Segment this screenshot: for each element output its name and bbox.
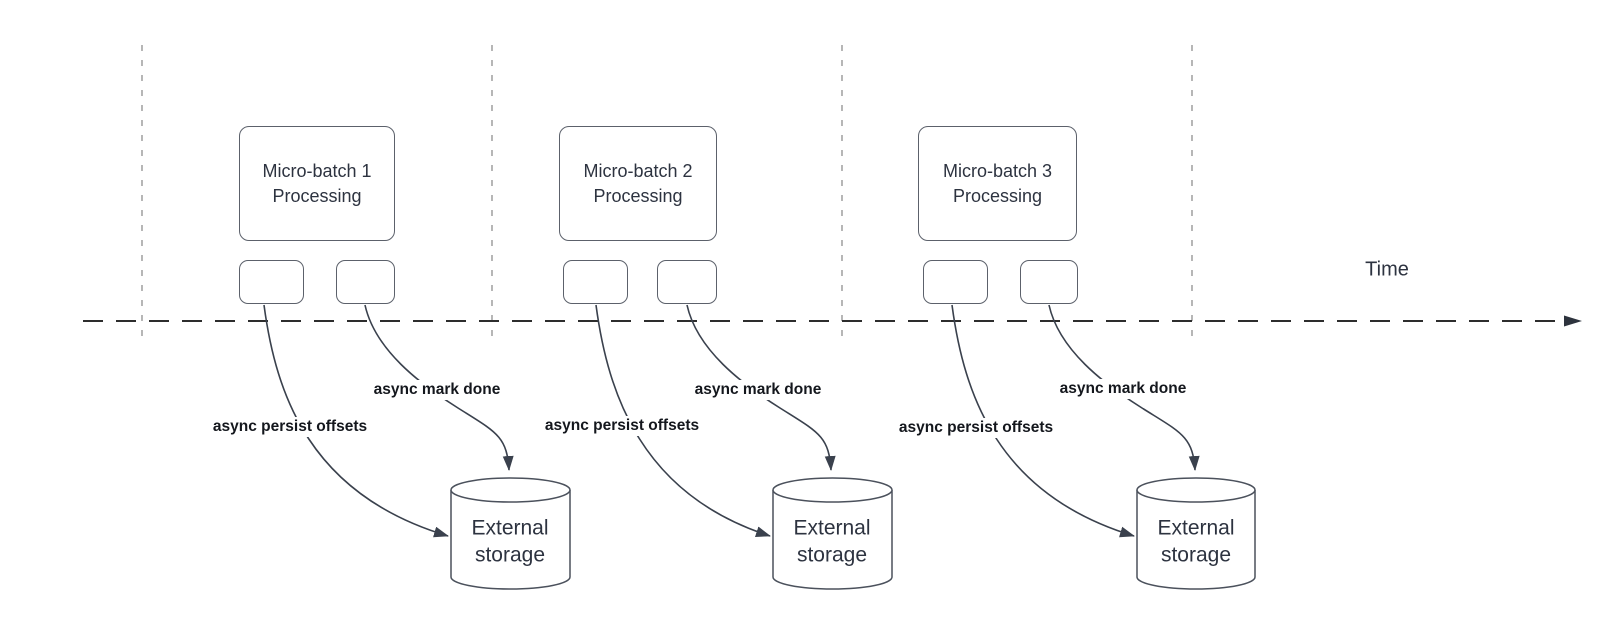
external-storage-label-2: External storage	[793, 516, 871, 567]
micro-batch-2-persist-offsets-task-node	[563, 260, 628, 304]
micro-batch-3-mark-done-task-node	[1020, 260, 1078, 304]
time-axis-label: Time	[1365, 258, 1409, 281]
mark-done-arrow-label-1: async mark done	[369, 380, 505, 400]
micro-batch-1-mark-done-task-node	[336, 260, 395, 304]
mark-done-arrow-3	[1048, 304, 1200, 471]
external-storage-label-3: External storage	[1157, 516, 1235, 567]
persist-offsets-arrow-1	[263, 304, 449, 538]
micro-batch-1-processing-node: Micro-batch 1 Processing	[239, 126, 395, 241]
external-storage-cylinder-3	[1136, 477, 1256, 590]
mark-done-arrow-label-2: async mark done	[690, 380, 826, 400]
micro-batch-2-processing-label: Micro-batch 2 Processing	[583, 161, 693, 206]
persist-offsets-arrow-label-1: async persist offsets	[208, 417, 372, 437]
micro-batch-2-processing-node: Micro-batch 2 Processing	[559, 126, 717, 241]
micro-batch-1-persist-offsets-task-node	[239, 260, 304, 304]
micro-batch-1-processing-label: Micro-batch 1 Processing	[262, 161, 372, 206]
time-axis-arrowhead-icon	[1564, 315, 1582, 327]
persist-offsets-arrow-label-3: async persist offsets	[894, 418, 1058, 438]
persist-offsets-arrow-2	[595, 304, 771, 537]
external-storage-cylinder-2	[772, 477, 893, 590]
mark-done-arrow-label-3: async mark done	[1055, 379, 1191, 399]
micro-batch-3-processing-label: Micro-batch 3 Processing	[942, 161, 1053, 206]
external-storage-label-1: External storage	[471, 516, 549, 567]
persist-offsets-arrow-3	[951, 304, 1135, 538]
micro-batch-3-persist-offsets-task-node	[923, 260, 988, 304]
micro-batch-2-mark-done-task-node	[657, 260, 717, 304]
external-storage-cylinder-1	[450, 477, 571, 590]
micro-batch-3-processing-node: Micro-batch 3 Processing	[918, 126, 1077, 241]
persist-offsets-arrow-label-2: async persist offsets	[540, 416, 704, 436]
mark-done-arrow-1	[364, 304, 514, 471]
mark-done-arrow-2	[686, 304, 836, 471]
